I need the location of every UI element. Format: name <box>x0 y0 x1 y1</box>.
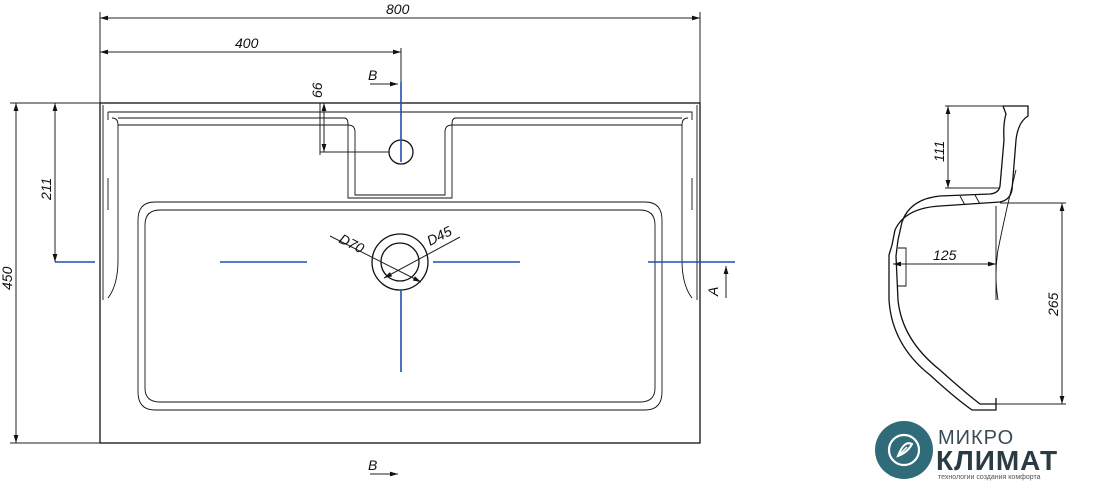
leader-d70 <box>329 235 422 283</box>
section-marker-a: A <box>705 287 721 297</box>
logo-mark-icon <box>875 421 933 479</box>
basin-bowl <box>137 201 663 411</box>
section-profile-inner <box>895 105 1007 405</box>
dim-800: 800 <box>386 1 410 17</box>
leader-d45 <box>383 236 461 279</box>
dim-66: 66 <box>309 82 325 98</box>
dim-125: 125 <box>933 247 957 263</box>
logo-tagline: технологии создания комфорта <box>938 474 1041 481</box>
rim-inner-line <box>107 111 693 120</box>
section-marker-b-top: B <box>368 67 377 83</box>
dim-d45: D45 <box>424 223 454 249</box>
logo-text-line1: МИКРО <box>938 427 1015 449</box>
dim-211: 211 <box>38 178 54 201</box>
section-marker-b-bottom: B <box>368 457 377 473</box>
drain-outer-circle <box>371 233 429 291</box>
right-ledge <box>681 105 698 300</box>
top-view: 800 400 66 450 211 D70 D45 B B A <box>0 1 735 477</box>
section-view: 111 125 265 <box>888 105 1066 411</box>
logo-text-line2: КЛИМАТ <box>936 445 1059 476</box>
back-deck <box>118 124 682 196</box>
company-logo: МИКРО КЛИМАТ технологии создания комфорт… <box>874 420 1094 482</box>
section-profile-outer <box>888 105 1029 411</box>
basin-outline <box>99 102 701 444</box>
dim-111: 111 <box>931 141 947 162</box>
dim-450: 450 <box>0 266 15 290</box>
dim-400: 400 <box>235 35 259 51</box>
left-ledge <box>102 105 119 300</box>
dim-265: 265 <box>1045 292 1061 317</box>
